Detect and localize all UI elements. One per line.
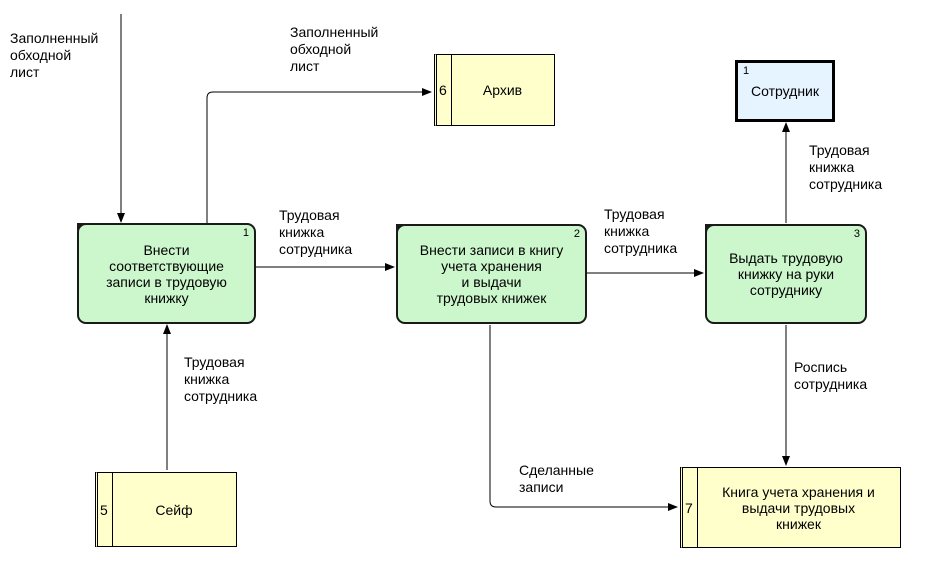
process-1-number: 1 — [242, 227, 249, 239]
external-employee-number: 1 — [743, 65, 750, 77]
process-3-number: 3 — [853, 228, 860, 240]
label-to-archive: Заполненный обходной лист — [290, 24, 378, 75]
store-book-divider — [697, 468, 698, 547]
label-p2-to-book: Сделанные записи — [519, 462, 594, 496]
label-p1-to-p2: Трудовая книжка сотрудника — [279, 207, 352, 258]
store-archive-number: 6 — [439, 82, 447, 98]
store-safe[interactable]: 5 Сейф — [95, 472, 237, 547]
label-p2-to-p3: Трудовая книжка сотрудника — [604, 206, 677, 257]
label-p2-to-book-text: Сделанные записи — [519, 462, 594, 495]
external-employee-text: Сотрудник — [750, 83, 819, 99]
process-3-text: Выдать трудовую книжку на руки сотрудник… — [729, 250, 843, 298]
process-1[interactable]: 1 Внести соответствующие записи в трудов… — [77, 223, 256, 324]
process-1-text: Внести соответствующие записи в трудовую… — [106, 241, 227, 306]
process-2-number: 2 — [573, 228, 580, 240]
store-book-text: Книга учета хранения и выдачи трудовых к… — [722, 483, 875, 532]
store-safe-text: Сейф — [155, 501, 193, 518]
label-incoming-text: Заполненный обходной лист — [10, 30, 99, 80]
label-p3-to-employee-text: Трудовая книжка сотрудника — [809, 142, 883, 192]
label-safe-to-p1-text: Трудовая книжка сотрудника — [184, 354, 258, 404]
label-p3-to-employee: Трудовая книжка сотрудника — [809, 142, 882, 193]
flow-p2-to-book — [489, 325, 678, 511]
process-2[interactable]: 2 Внести записи в книгу учета хранения и… — [396, 224, 587, 324]
store-archive[interactable]: 6 Архив — [434, 54, 555, 126]
flow-to-archive — [206, 88, 432, 224]
store-safe-number: 5 — [100, 501, 108, 518]
process-2-text: Внести записи в книгу учета хранения и в… — [419, 242, 564, 306]
store-archive-divider — [451, 55, 452, 125]
label-safe-to-p1: Трудовая книжка сотрудника — [184, 354, 257, 405]
store-safe-divider — [112, 473, 113, 546]
process-3[interactable]: 3 Выдать трудовую книжку на руки сотрудн… — [705, 224, 867, 324]
label-p2-to-p3-text: Трудовая книжка сотрудника — [604, 206, 678, 256]
label-p1-to-p2-text: Трудовая книжка сотрудника — [279, 207, 353, 257]
label-incoming: Заполненный обходной лист — [10, 30, 98, 81]
label-p3-to-book: Роспись сотрудника — [794, 359, 867, 393]
external-employee[interactable]: 1 Сотрудник — [735, 60, 835, 122]
store-book[interactable]: 7 Книга учета хранения и выдачи трудовых… — [680, 467, 901, 548]
store-archive-text: Архив — [482, 82, 523, 98]
label-p3-to-book-text: Роспись сотрудника — [794, 359, 868, 392]
store-book-number: 7 — [685, 499, 693, 516]
label-to-archive-text: Заполненный обходной лист — [290, 24, 379, 74]
